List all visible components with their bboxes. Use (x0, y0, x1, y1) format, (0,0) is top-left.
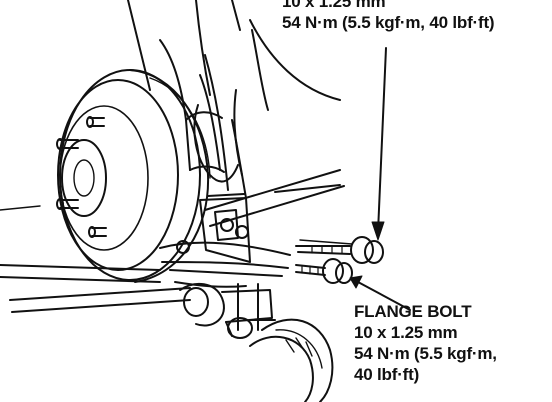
body-outline (127, 0, 341, 111)
upper-bolt (295, 236, 384, 264)
callout-upper-bolt-spec: 10 x 1.25 mm 54 N·m (5.5 kgf·m, 40 lbf·f… (282, 0, 495, 33)
callout-title: FLANGE BOLT (354, 302, 472, 321)
callout-line: 40 lbf·ft) (354, 365, 420, 384)
wheel-studs (56, 116, 107, 238)
brake-drum (0, 69, 211, 283)
brake-line (193, 89, 243, 183)
flange-bolt (295, 258, 353, 284)
callout-line: 54 N·m (5.5 kgf·m, (354, 344, 497, 363)
callout-line: 54 N·m (5.5 kgf·m, 40 lbf·ft) (282, 13, 495, 32)
leader-arrow-top (371, 47, 387, 241)
lower-arm (179, 282, 276, 339)
leader-arrow-bottom (349, 275, 411, 311)
axle-beam (0, 169, 345, 313)
tire (249, 318, 334, 402)
callout-flange-bolt-spec: FLANGE BOLT 10 x 1.25 mm 54 N·m (5.5 kgf… (354, 301, 497, 385)
callout-line: 10 x 1.25 mm (354, 323, 458, 342)
shock-absorber (159, 39, 247, 199)
callout-line: 10 x 1.25 mm (282, 0, 386, 11)
